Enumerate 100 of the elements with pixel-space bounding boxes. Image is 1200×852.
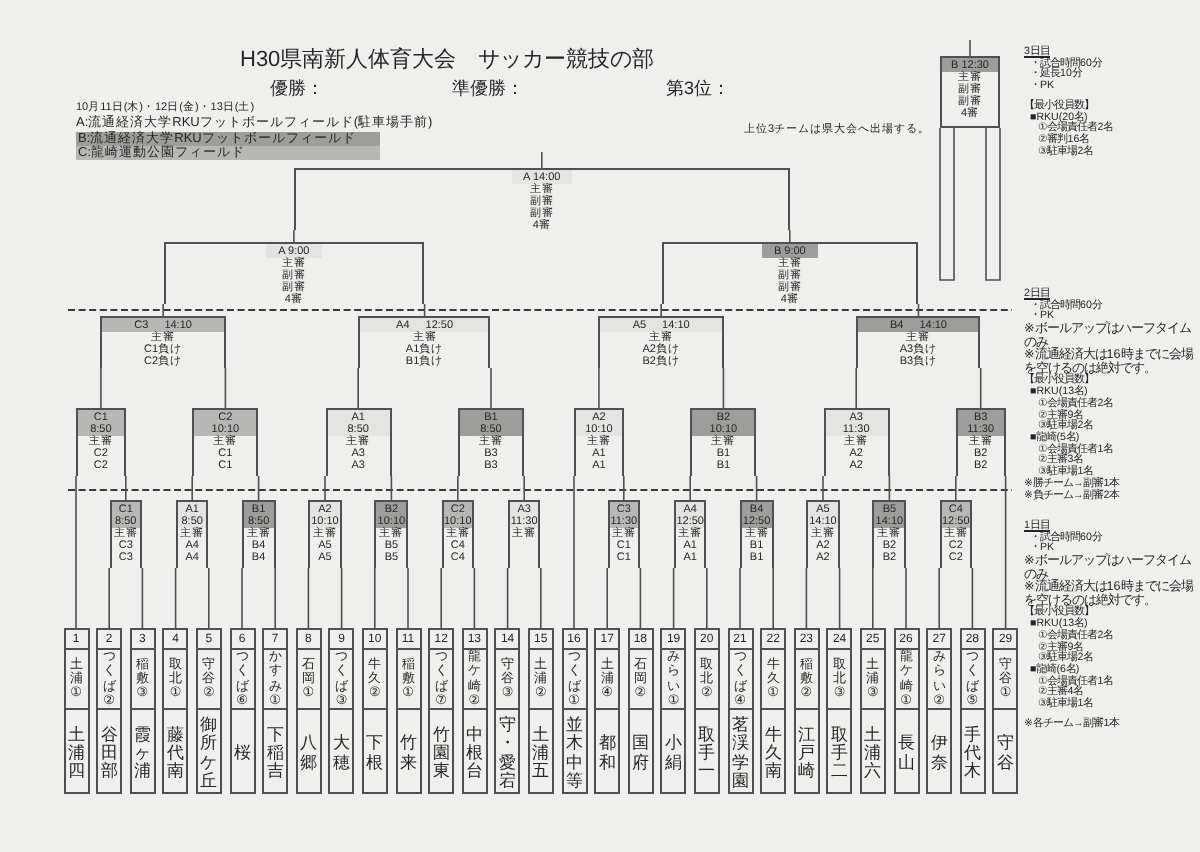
school-name: 国府: [631, 734, 649, 772]
bracket-line: [208, 567, 210, 629]
school-name: 手代木: [963, 725, 981, 781]
bracket-line: [623, 475, 625, 501]
match-box: [242, 500, 276, 568]
match-box: [574, 408, 624, 476]
school-name: 取手一: [698, 725, 716, 781]
school-name: 長山: [897, 734, 915, 772]
bracket-line: [606, 567, 608, 629]
bracket-line: [241, 567, 243, 629]
team-box: [561, 628, 587, 794]
bracket-line: [822, 475, 824, 501]
bracket-line: [174, 567, 177, 629]
bracket-line: [938, 567, 940, 629]
bracket-line: [689, 475, 691, 501]
school-name: 御所ケ丘: [200, 716, 218, 790]
school-name: 江戸崎: [797, 725, 815, 781]
school-name: 下根: [366, 734, 384, 772]
bracket-line: [108, 567, 110, 629]
bracket-line: [324, 475, 326, 501]
bracket-line: [598, 367, 600, 409]
match-box: [457, 408, 525, 476]
team-box: [63, 628, 89, 794]
team-box: [760, 628, 787, 794]
team-box: [494, 628, 521, 794]
school-name: 谷田部: [100, 725, 118, 781]
bracket-line: [789, 229, 791, 243]
result-label: 優勝：: [270, 78, 324, 99]
bracket-line: [541, 151, 543, 169]
school-name: 土浦六: [864, 725, 882, 781]
team-box: [527, 628, 554, 794]
match-bracket: [856, 316, 981, 368]
school-name: 桜: [233, 743, 251, 763]
bracket-line: [855, 367, 857, 409]
bracket-line: [872, 567, 874, 629]
team-box: [959, 628, 986, 794]
school-name: 小絹: [665, 734, 683, 772]
bracket-line: [293, 229, 295, 243]
match-bracket: [358, 316, 491, 368]
match-box: [441, 500, 475, 568]
match-box: [192, 408, 259, 476]
team-box: [727, 628, 753, 794]
bracket-line: [407, 567, 409, 629]
match-bracket: [100, 316, 226, 368]
bracket-line: [125, 475, 127, 501]
team-box: [627, 628, 654, 794]
team-box: [660, 628, 687, 794]
team-box: [162, 628, 189, 794]
result-label: 準優勝：: [452, 78, 524, 99]
school-name: 伊奈: [930, 734, 948, 772]
team-box: [461, 628, 488, 794]
bracket-line: [257, 475, 260, 501]
bracket-line: [573, 475, 575, 629]
bracket-line: [162, 303, 164, 317]
bracket-line: [340, 567, 343, 629]
bracket-line: [838, 567, 841, 629]
match-bracket: [293, 168, 790, 230]
match-box: [109, 500, 143, 568]
bracket-line: [979, 367, 982, 409]
bracket-line: [772, 567, 774, 629]
team-box: [361, 628, 388, 794]
bracket-line: [805, 567, 808, 629]
match-box: [940, 56, 1000, 128]
school-name: 都和: [598, 734, 616, 772]
match-box: [325, 408, 392, 476]
match-box: [872, 500, 906, 568]
bracket-line: [423, 303, 426, 317]
bracket-line: [440, 567, 442, 629]
team-box: [893, 628, 919, 794]
match-box: [76, 408, 126, 476]
bracket-line: [191, 475, 193, 501]
match-bracket: [598, 316, 724, 368]
bracket-line: [523, 475, 525, 501]
bracket-line: [224, 367, 227, 409]
bracket-line: [357, 367, 359, 409]
bracket-line: [639, 567, 642, 629]
result-label: 第3位：: [666, 78, 731, 99]
school-name: 並木中等: [565, 716, 583, 790]
match-box: [823, 408, 890, 476]
team-box: [262, 628, 289, 794]
team-box: [395, 628, 421, 794]
bracket-line: [905, 567, 907, 629]
school-name: 下稲吉: [266, 725, 284, 781]
school-name: 藤代南: [167, 725, 185, 781]
team-box: [859, 628, 886, 794]
match-box: [374, 500, 408, 568]
bracket-line: [755, 475, 758, 501]
team-box: [295, 628, 322, 794]
team-box: [992, 628, 1019, 794]
school-name: 土浦四: [67, 725, 85, 781]
team-box: [129, 628, 156, 794]
title: H30県南新人体育大会 サッカー競技の部: [240, 48, 655, 73]
school-name: 竹園東: [432, 725, 450, 781]
bracket-line: [100, 367, 102, 409]
bracket-line: [706, 567, 708, 629]
match-box: [740, 500, 774, 568]
team-box: [693, 628, 720, 794]
match-box: [806, 500, 840, 568]
bracket-line: [473, 567, 476, 629]
bracket-line: [722, 367, 725, 409]
